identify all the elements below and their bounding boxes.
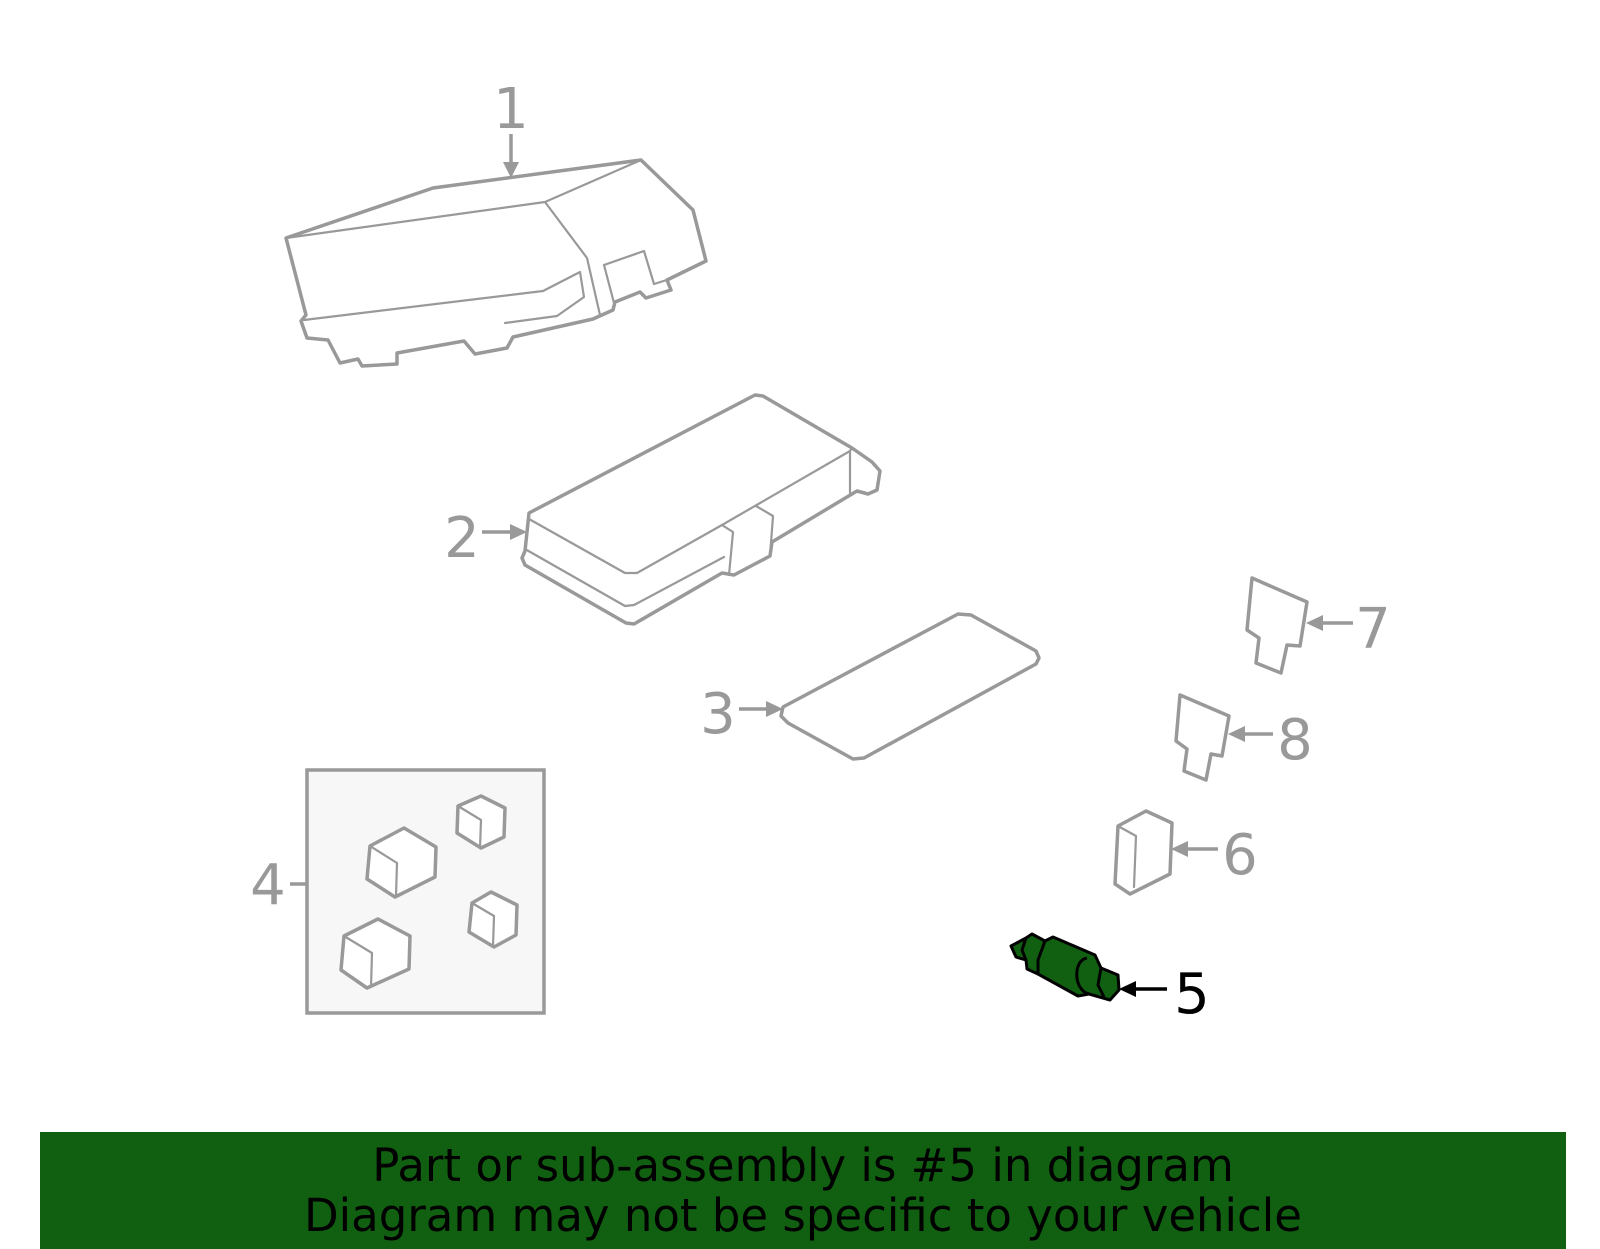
part-2-fuse-box[interactable] <box>520 393 882 626</box>
svg-text:2: 2 <box>444 506 480 571</box>
part-5-body <box>1009 932 1121 1002</box>
callout-8: 8 <box>1228 708 1313 773</box>
callout-4: 4 <box>250 853 307 918</box>
callout-5: 5 <box>1119 962 1210 1027</box>
callout-1: 1 <box>493 77 529 178</box>
callout-3: 3 <box>700 682 783 747</box>
part-5-highlighted-component[interactable] <box>1009 932 1121 1002</box>
part-1-fuse-box-cover[interactable] <box>284 158 708 368</box>
part-6-connector[interactable] <box>1113 809 1174 896</box>
svg-text:6: 6 <box>1222 823 1258 888</box>
part-8-clip[interactable] <box>1174 693 1231 782</box>
svg-text:5: 5 <box>1174 962 1210 1027</box>
part-4-relay-kit[interactable] <box>305 768 546 1015</box>
callout-6: 6 <box>1171 823 1258 888</box>
part-7-clip[interactable] <box>1245 576 1309 675</box>
banner-line-disclaimer: Diagram may not be specific to your vehi… <box>304 1188 1302 1242</box>
info-banner: Part or sub-assembly is #5 in diagram Di… <box>40 1132 1566 1249</box>
part-3-seal[interactable] <box>779 612 1041 761</box>
callout-2: 2 <box>444 506 527 571</box>
svg-text:4: 4 <box>250 853 286 918</box>
svg-text:7: 7 <box>1355 597 1391 662</box>
callout-7: 7 <box>1306 597 1391 662</box>
svg-text:8: 8 <box>1277 708 1313 773</box>
svg-text:3: 3 <box>700 682 736 747</box>
banner-line-part-reference: Part or sub-assembly is #5 in diagram <box>372 1138 1234 1192</box>
svg-text:1: 1 <box>493 77 529 142</box>
